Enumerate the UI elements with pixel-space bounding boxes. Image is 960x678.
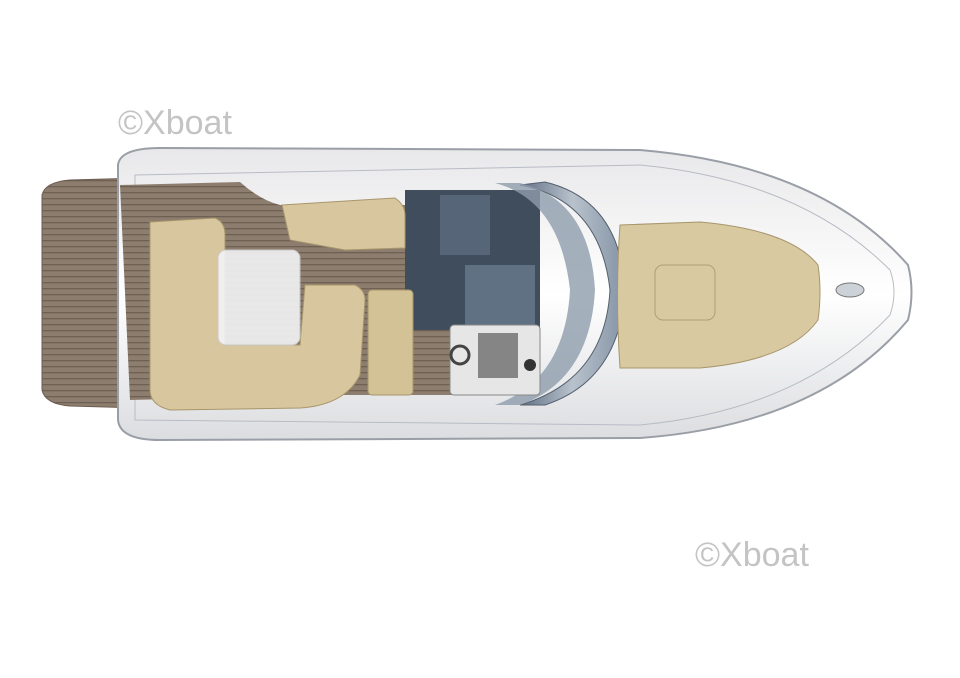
cockpit-seating xyxy=(149,217,366,411)
helm-seat xyxy=(281,197,406,251)
anchor-fitting xyxy=(835,282,865,298)
windshield xyxy=(519,181,626,406)
bench-seat xyxy=(367,289,414,396)
watermark: ©Xboat xyxy=(118,104,232,142)
steering-wheel xyxy=(449,344,471,366)
watermark: ©Xboat xyxy=(695,536,809,574)
bow-sunpad xyxy=(617,221,821,369)
cockpit-table xyxy=(217,249,301,346)
